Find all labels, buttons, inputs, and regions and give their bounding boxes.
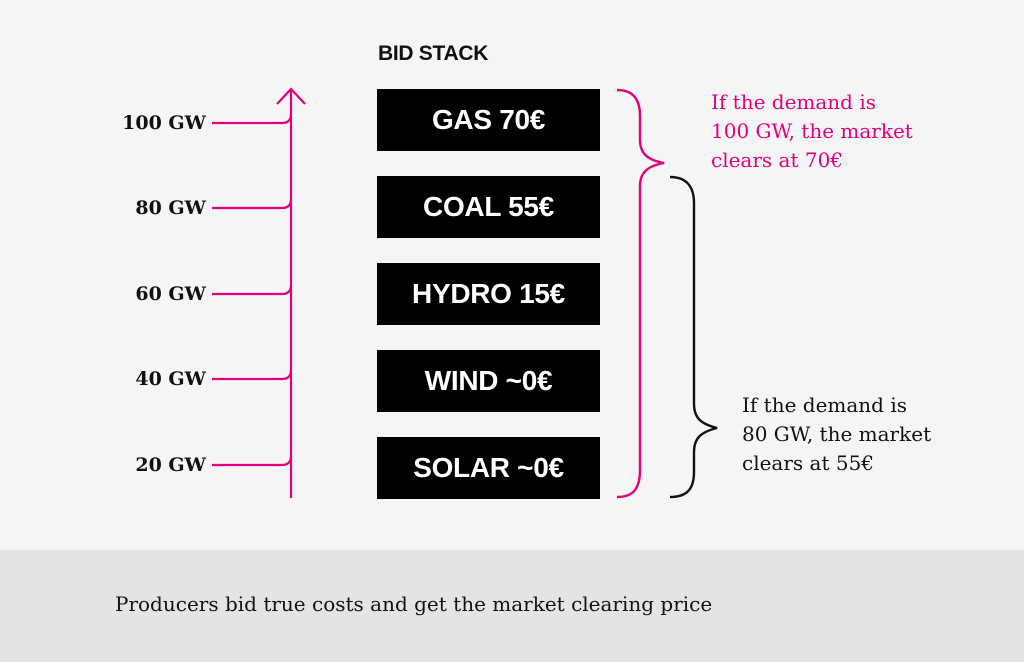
bid-stack-diagram: BID STACK GAS 70€ COAL 55€ HYDRO 15€ WIN… bbox=[122, 42, 932, 499]
bid-stack-title: BID STACK bbox=[378, 42, 489, 65]
brace-demand-100gw bbox=[616, 88, 665, 499]
tick-connector-40gw bbox=[212, 369, 293, 381]
bid-box-gas: GAS 70€ bbox=[377, 89, 600, 151]
diagram-lines bbox=[212, 87, 718, 499]
tick-connector-100gw bbox=[212, 113, 293, 125]
capacity-label-20gw: 20 GW bbox=[135, 454, 206, 476]
caption-text: Producers bid true costs and get the mar… bbox=[115, 592, 713, 616]
bid-box-wind: WIND ~0€ bbox=[377, 350, 600, 412]
tick-connector-60gw bbox=[212, 284, 293, 296]
brace-demand-80gw bbox=[669, 175, 718, 499]
capacity-label-100gw: 100 GW bbox=[122, 112, 206, 134]
bid-box-hydro: HYDRO 15€ bbox=[377, 263, 600, 325]
tick-connector-20gw bbox=[212, 455, 293, 467]
caption-footer: Producers bid true costs and get the mar… bbox=[0, 550, 1024, 662]
capacity-label-80gw: 80 GW bbox=[135, 197, 206, 219]
annotation-demand-80gw: If the demand is 80 GW, the market clear… bbox=[742, 393, 932, 475]
up-arrow-icon bbox=[276, 87, 306, 105]
bid-box-solar: SOLAR ~0€ bbox=[377, 437, 600, 499]
capacity-label-40gw: 40 GW bbox=[135, 368, 206, 390]
tick-connector-80gw bbox=[212, 198, 293, 210]
annotation-demand-100gw: If the demand is 100 GW, the market clea… bbox=[711, 90, 913, 172]
bid-box-coal: COAL 55€ bbox=[377, 176, 600, 238]
capacity-label-60gw: 60 GW bbox=[135, 283, 206, 305]
